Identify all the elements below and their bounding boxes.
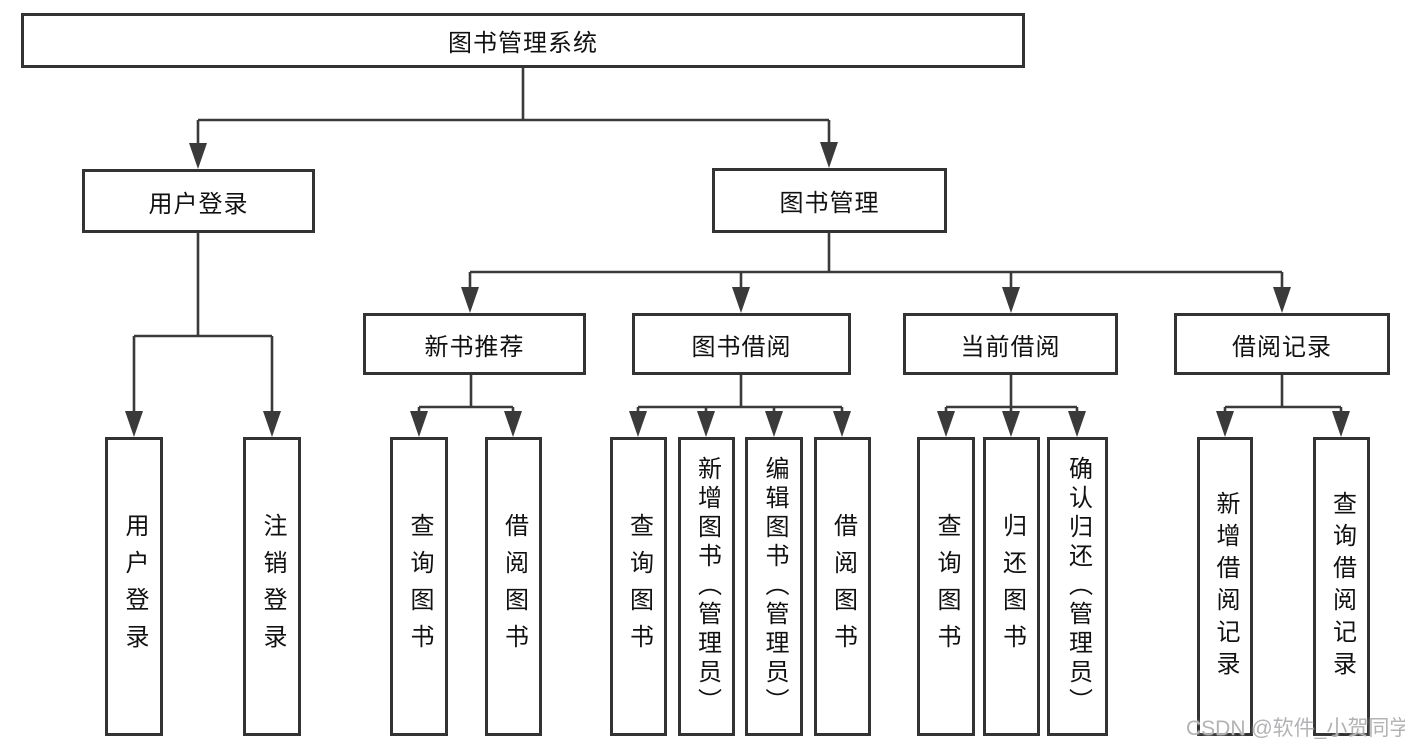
node-label: 图书借阅 — [691, 333, 792, 361]
leaf-borrow-books: 借阅图书 — [814, 437, 871, 736]
node-label: 用户登录 — [121, 512, 148, 661]
leaf-user-login: 用户登录 — [105, 437, 163, 736]
node-label: 借阅记录 — [1232, 333, 1332, 361]
node-user-login: 用户登录 — [82, 169, 315, 233]
node-label: 新增图书（管理员） — [693, 456, 721, 717]
node-label: 查询图书 — [406, 512, 433, 661]
node-label: 确认归还（管理员） — [1064, 456, 1092, 717]
node-label: 图书管理 — [779, 190, 880, 217]
leaf-return-books: 归还图书 — [983, 437, 1040, 736]
node-book-management: 图书管理 — [712, 168, 947, 233]
leaf-add-borrow-record: 新增借阅记录 — [1197, 437, 1253, 736]
node-borrowing-records: 借阅记录 — [1174, 313, 1390, 375]
leaf-edit-books-admin: 编辑图书（管理员） — [745, 437, 803, 736]
node-label: 查询借阅记录 — [1328, 490, 1356, 683]
node-label: 图书管理系统 — [448, 30, 598, 57]
csdn-watermark: CSDN @软件_小贺同学 — [1186, 717, 1405, 740]
leaf-logout: 注销登录 — [243, 437, 301, 736]
node-current-borrowing: 当前借阅 — [903, 313, 1118, 375]
node-library-management-system: 图书管理系统 — [21, 13, 1025, 68]
node-label: 归还图书 — [998, 512, 1026, 661]
tree-branch-lines — [134, 68, 1341, 409]
leaf-query-books-recommend: 查询图书 — [390, 437, 448, 736]
node-label: 查询图书 — [933, 512, 960, 661]
leaf-query-borrow-record: 查询借阅记录 — [1313, 437, 1370, 736]
leaf-confirm-return-admin: 确认归还（管理员） — [1047, 437, 1108, 736]
node-label: 借阅图书 — [500, 512, 528, 661]
leaf-query-books-borrow: 查询图书 — [610, 437, 667, 736]
leaf-borrow-books-recommend: 借阅图书 — [485, 437, 542, 736]
leaf-query-books-current: 查询图书 — [917, 437, 975, 736]
node-label: 当前借阅 — [960, 333, 1061, 361]
node-label: 新增借阅记录 — [1212, 490, 1239, 683]
node-label: 注销登录 — [259, 512, 286, 661]
node-book-borrowing: 图书借阅 — [632, 313, 851, 375]
node-label: 查询图书 — [625, 512, 653, 661]
node-label: 用户登录 — [148, 190, 249, 218]
arrowheads — [125, 120, 1350, 437]
leaf-add-books-admin: 新增图书（管理员） — [678, 437, 735, 736]
node-label: 编辑图书（管理员） — [761, 456, 788, 717]
node-new-book-recommendation: 新书推荐 — [363, 313, 586, 375]
node-label: 借阅图书 — [829, 512, 857, 661]
node-label: 新书推荐 — [424, 333, 525, 361]
